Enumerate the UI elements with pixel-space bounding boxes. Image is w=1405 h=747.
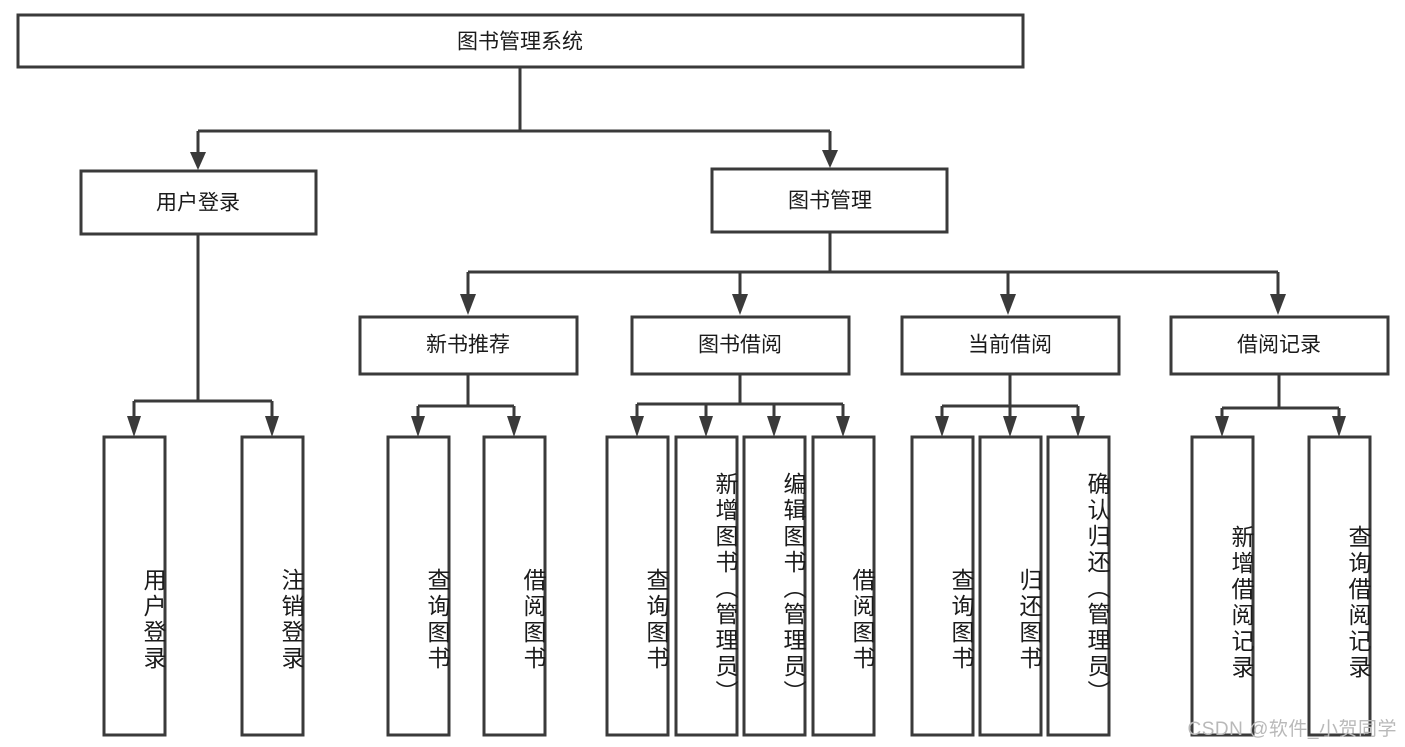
node-borrow-record-label: 借阅记录	[1237, 334, 1321, 357]
arrow-head-leaf-4	[507, 416, 521, 437]
node-new-book-recommend[interactable]: 新书推荐	[358, 315, 579, 376]
node-current-borrow-label: 当前借阅	[968, 334, 1052, 357]
arrow-head-to-new-book-rec	[460, 294, 476, 315]
node-new-book-recommend-label: 新书推荐	[426, 334, 510, 357]
leaf-box-edit-book-admin[interactable]	[742, 435, 807, 737]
arrow-head-to-book-borrow	[732, 294, 748, 315]
arrow-head-to-user-login	[190, 152, 206, 170]
arrow-head-leaf-12	[1215, 416, 1229, 437]
node-book-borrow-label: 图书借阅	[698, 334, 782, 357]
leaf-box-user-login[interactable]	[102, 435, 167, 737]
node-root-label: 图书管理系统	[457, 31, 583, 54]
arrow-head-leaf-9	[935, 416, 949, 437]
node-current-borrow-box[interactable]	[900, 315, 1121, 376]
arrow-head-leaf-6	[699, 416, 713, 437]
connector-new-book-recommend-to-leaves	[411, 374, 521, 437]
node-borrow-record-box[interactable]	[1169, 315, 1390, 376]
leaf-box-query-borrow-record[interactable]	[1307, 435, 1372, 737]
leaf-box-add-book-admin[interactable]	[674, 435, 739, 737]
arrow-head-to-borrow-record	[1270, 294, 1286, 315]
node-new-book-recommend-box[interactable]	[358, 315, 579, 376]
watermark-text: CSDN @软件_小贺同学	[1187, 719, 1397, 740]
node-book-borrow-box[interactable]	[630, 315, 851, 376]
arrow-head-leaf-8	[836, 416, 850, 437]
arrow-head-leaf-7	[767, 416, 781, 437]
node-root[interactable]: 图书管理系统	[16, 13, 1025, 69]
leaf-box-logout[interactable]	[240, 435, 305, 737]
leaf-box-query-book-2[interactable]	[605, 435, 670, 737]
leaf-box-query-book-3[interactable]	[910, 435, 975, 737]
node-book-borrow[interactable]: 图书借阅	[630, 315, 851, 376]
node-book-management[interactable]: 图书管理	[710, 167, 949, 234]
connector-current-borrow-to-leaves	[935, 374, 1085, 437]
node-user-login-label: 用户登录	[156, 192, 240, 215]
connector-user-login-to-leaves	[127, 234, 279, 437]
connector-borrow-record-to-leaves	[1215, 374, 1346, 437]
leaf-box-query-book-1[interactable]	[386, 435, 451, 737]
arrow-head-leaf-11	[1071, 416, 1085, 437]
node-root-box[interactable]	[16, 13, 1025, 69]
arrow-head-leaf-3	[411, 416, 425, 437]
node-book-management-label: 图书管理	[788, 190, 872, 213]
leaf-box-return-book[interactable]	[978, 435, 1043, 737]
arrow-head-leaf-10	[1003, 416, 1017, 437]
arrow-head-leaf-2	[265, 416, 279, 437]
leaf-box-add-borrow-record[interactable]	[1190, 435, 1255, 737]
arrow-head-leaf-13	[1332, 416, 1346, 437]
node-borrow-record[interactable]: 借阅记录	[1169, 315, 1390, 376]
node-book-management-box[interactable]	[710, 167, 949, 234]
connector-book-borrow-to-leaves	[630, 374, 850, 437]
leaf-box-borrow-book-1[interactable]	[482, 435, 547, 737]
leaf-box-confirm-return-admin[interactable]	[1046, 435, 1111, 737]
arrow-head-leaf-1	[127, 416, 141, 437]
leaf-box-borrow-book-2[interactable]	[811, 435, 876, 737]
connector-book-mgmt-to-level2	[460, 232, 1286, 315]
node-user-login[interactable]: 用户登录	[79, 169, 318, 236]
arrow-head-to-current-borrow	[1000, 294, 1016, 315]
arrow-head-leaf-5	[630, 416, 644, 437]
connector-root-to-level1	[190, 67, 838, 170]
node-current-borrow[interactable]: 当前借阅	[900, 315, 1121, 376]
arrow-head-to-book-mgmt	[822, 150, 838, 168]
